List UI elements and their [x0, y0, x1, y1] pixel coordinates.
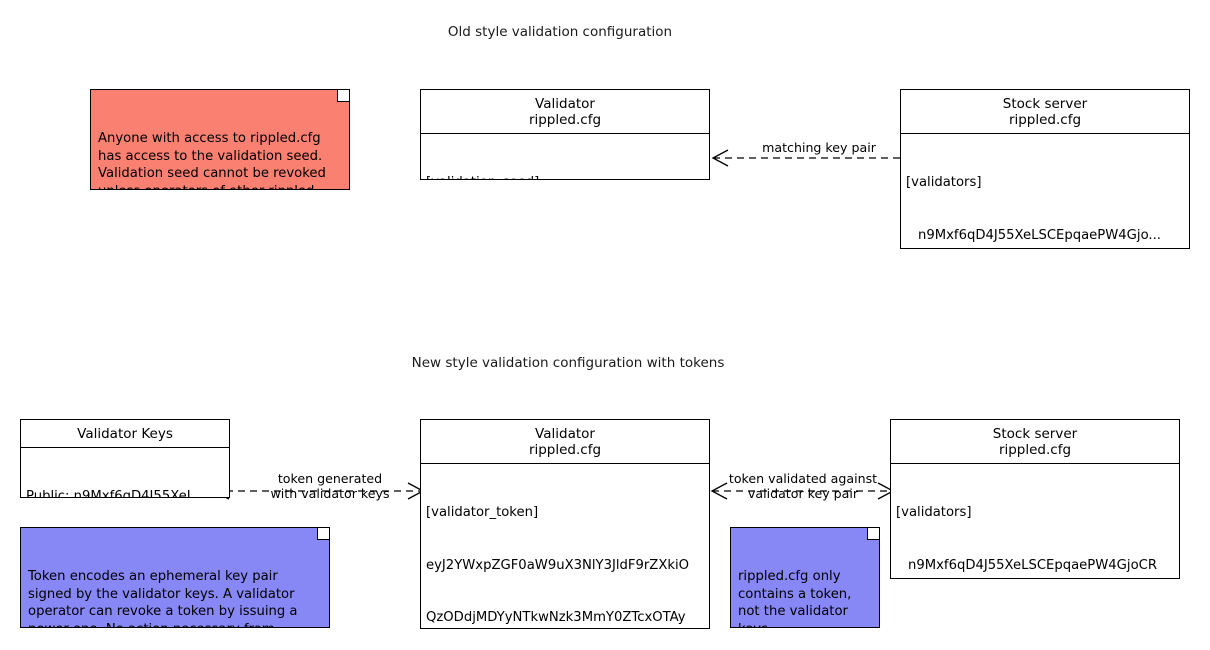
validator-keys-title: Validator Keys: [21, 420, 229, 448]
note-text: rippled.cfg only contains a token, not t…: [738, 569, 852, 627]
new-validator-section-key: [validator_token]: [426, 505, 539, 520]
note-validation-seed-risk: Anyone with access to rippled.cfg has ac…: [90, 89, 350, 190]
new-validator-body: [validator_token] eyJ2YWxpZGF0aW9uX3NlY3…: [421, 464, 709, 628]
validator-entry: n9Mxf6qD4J55XeLSCEpqaePW4Gjo...: [918, 227, 1161, 243]
old-stock-server-section-key: [validators]: [906, 175, 982, 190]
new-validator-box: Validator rippled.cfg [validator_token] …: [420, 419, 710, 629]
note-token-encoding: Token encodes an ephemeral key pair sign…: [20, 527, 330, 628]
validator-public-key: Public: n9Mxf6qD4J55XeL...: [26, 489, 207, 498]
note-fold-corner: [337, 90, 349, 102]
old-validator-body: [validation_seed] ssZkdwURFMBXenJPbrpE14…: [421, 134, 709, 179]
new-validator-title: Validator rippled.cfg: [421, 420, 709, 464]
section-title-old: Old style validation configuration: [447, 24, 673, 40]
old-stock-server-title: Stock server rippled.cfg: [901, 90, 1189, 134]
section-title-new: New style validation configuration with …: [411, 355, 725, 371]
old-validator-title: Validator rippled.cfg: [421, 90, 709, 134]
new-stock-server-box: Stock server rippled.cfg [validators] n9…: [890, 419, 1180, 579]
old-stock-server-body: [validators] n9Mxf6qD4J55XeLSCEpqaePW4Gj…: [901, 134, 1189, 248]
new-style-arrow-label-left: token generated with validator keys: [270, 471, 390, 501]
note-text: Token encodes an ephemeral key pair sign…: [28, 569, 298, 627]
new-stock-server-title: Stock server rippled.cfg: [891, 420, 1179, 464]
old-style-arrow-label: matching key pair: [762, 140, 876, 155]
note-token-only: rippled.cfg only contains a token, not t…: [730, 527, 880, 628]
token-line: eyJ2YWxpZGF0aW9uX3NlY3JldF9rZXkiO: [426, 557, 690, 573]
old-validator-section-key: [validation_seed]: [426, 174, 709, 179]
validator-keys-box: Validator Keys Public: n9Mxf6qD4J55XeL..…: [20, 419, 230, 498]
validator-keys-body: Public: n9Mxf6qD4J55XeL... Private: ssZk…: [21, 448, 229, 498]
old-validator-box: Validator rippled.cfg [validation_seed] …: [420, 89, 710, 180]
new-style-arrow-label-right: token validated against validator key pa…: [728, 471, 878, 501]
note-fold-corner: [317, 528, 329, 540]
new-stock-server-section-key: [validators]: [896, 505, 972, 520]
new-stock-server-body: [validators] n9Mxf6qD4J55XeLSCEpqaePW4Gj…: [891, 464, 1179, 578]
validator-entry: n9Mxf6qD4J55XeLSCEpqaePW4GjoCR: [908, 557, 1158, 573]
token-line: QzODdjMDYyNTkwNzk3MmY0ZTcxOTAy: [426, 610, 686, 625]
note-fold-corner: [867, 528, 879, 540]
note-text: Anyone with access to rippled.cfg has ac…: [98, 131, 326, 189]
old-stock-server-box: Stock server rippled.cfg [validators] n9…: [900, 89, 1190, 249]
